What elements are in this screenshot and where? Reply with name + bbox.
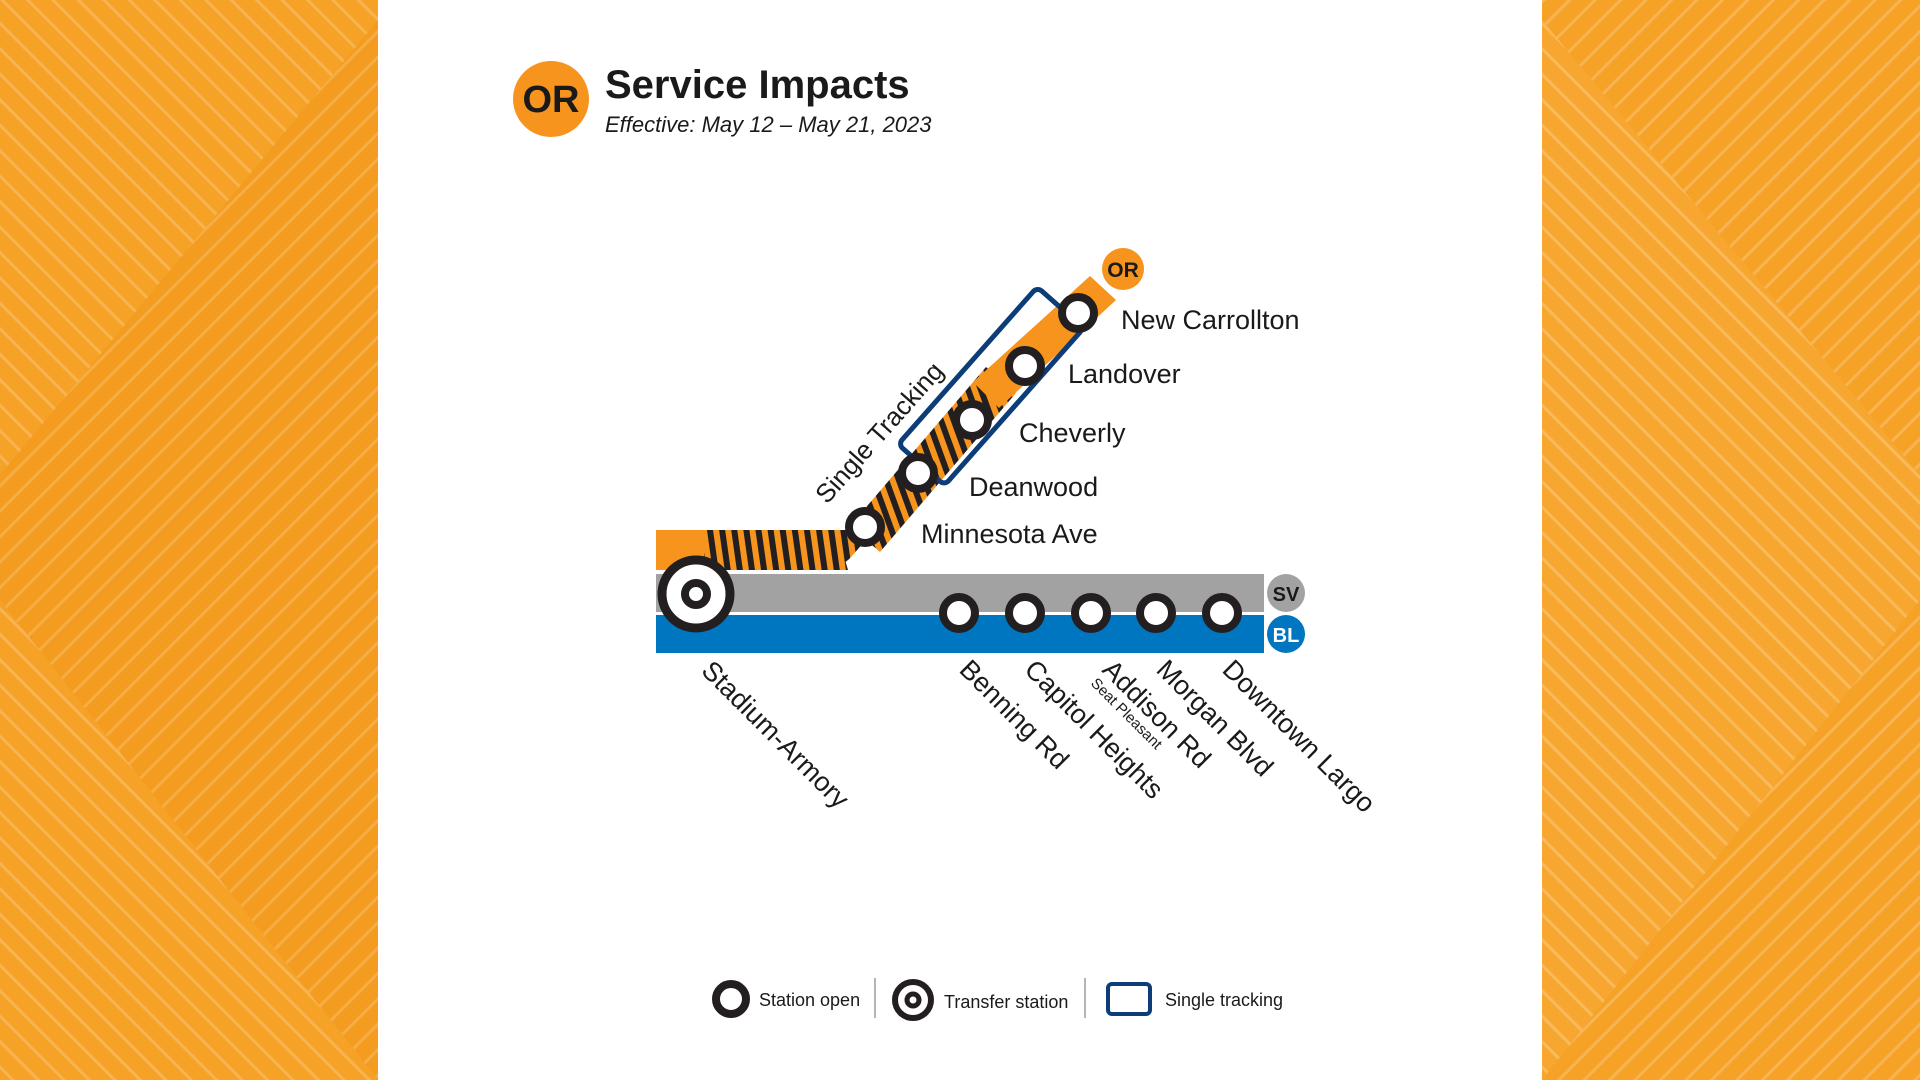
route-map: OR Service Impacts Effective: May 12 – M… [513,61,1381,1021]
station-open-icon [1005,593,1045,633]
orange-line-badge-icon [513,61,589,137]
station-open-icon [1005,346,1045,386]
silver-line-badge-icon [1267,574,1305,612]
station-label: New Carrollton [1121,305,1300,335]
right-decorative-panel [1542,0,1920,1080]
station-label: Minnesota Ave [921,519,1098,549]
orange-line-end-badge-label: OR [1107,259,1139,282]
station-label: Deanwood [969,472,1098,502]
station-label: Cheverly [1019,418,1126,448]
station-minnesota-ave: Minnesota Ave [845,507,1098,549]
station-open-icon [845,507,885,547]
service-impacts-panel: OR Service Impacts Effective: May 12 – M… [378,0,1542,1080]
page-title: Service Impacts [605,63,910,107]
station-landover: Landover [1005,346,1181,389]
left-stripe-pattern [0,0,378,1080]
station-open-icon [898,453,938,493]
legend: Station open Transfer station Single tra… [712,978,1283,1021]
right-stripe-pattern [1542,0,1920,1080]
station-cheverly: Cheverly [952,400,1126,448]
station-open-icon [1136,593,1176,633]
left-decorative-panel [0,0,378,1080]
effective-dates: Effective: May 12 – May 21, 2023 [605,112,932,137]
station-new-carrollton: New Carrollton [1058,293,1300,335]
station-deanwood: Deanwood [898,453,1098,502]
header: OR Service Impacts Effective: May 12 – M… [513,61,932,137]
orange-line-single-track-horizontal [704,530,848,570]
station-open-icon [1071,593,1111,633]
legend-station-open-label: Station open [759,990,860,1010]
station-label: Landover [1068,359,1181,389]
station-label: Stadium-Armory [696,655,855,814]
blue-line-badge-label: BL [1273,625,1300,647]
station-open-icon [1202,593,1242,633]
legend-single-tracking-label: Single tracking [1165,990,1283,1010]
station-open-icon [939,593,979,633]
blue-line-badge-icon [1267,615,1305,653]
legend-single-tracking-icon [1106,982,1152,1016]
legend-station-open-icon [712,980,750,1018]
orange-line-end-badge-icon [1102,248,1144,290]
legend-transfer-station-label: Transfer station [944,992,1068,1012]
header-line-badge-label: OR [523,79,580,121]
silver-line-badge-label: SV [1273,584,1300,606]
station-open-icon [952,400,992,440]
station-open-icon [1058,293,1098,333]
